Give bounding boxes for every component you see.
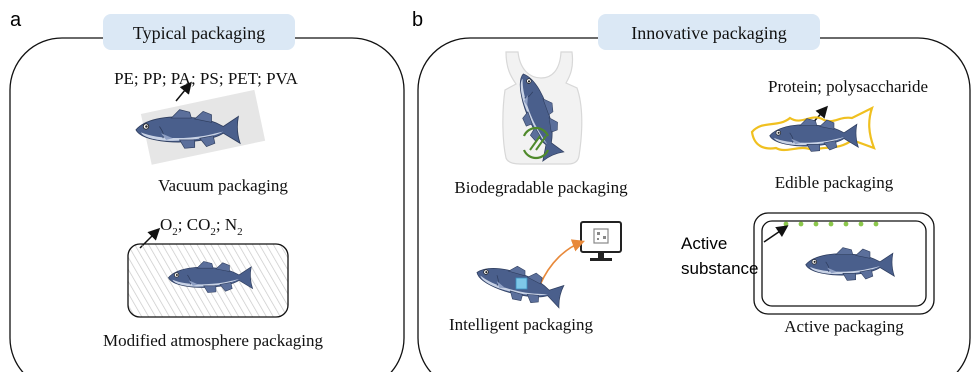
gas-label: O2; CO2; N2 (160, 215, 243, 238)
intelligent-label: Intelligent packaging (449, 315, 593, 334)
fish-icon (769, 118, 859, 152)
fish-icon (805, 247, 895, 281)
materials-label: PE; PP; PA; PS; PET; PVA (114, 69, 299, 88)
map-label: Modified atmosphere packaging (103, 331, 323, 350)
materials-arrow (175, 81, 192, 102)
edible-label: Edible packaging (775, 173, 894, 192)
panel-b-letter: b (412, 9, 423, 31)
active-substance-line1: Active (681, 234, 727, 253)
active-pack-outer (753, 212, 935, 315)
panel-a-header: Typical packaging (133, 23, 265, 43)
recycle-icon (522, 126, 550, 160)
panel-a-letter: a (10, 9, 22, 31)
edible-materials-label: Protein; polysaccharide (768, 77, 928, 96)
qr-tag (515, 277, 528, 290)
edible-film (750, 105, 876, 152)
monitor-icon (580, 221, 622, 261)
biodegradable-label: Biodegradable packaging (454, 178, 628, 197)
active-arrow (763, 225, 789, 243)
panel-b-header-box (598, 14, 820, 50)
panel-b-header: Innovative packaging (631, 23, 786, 43)
data-arrow (539, 239, 585, 286)
vacuum-label: Vacuum packaging (158, 176, 288, 195)
active-label: Active packaging (784, 317, 904, 336)
panel-a-header-box (103, 14, 295, 50)
active-pack-inner (761, 220, 927, 307)
panel-a-frame (9, 37, 405, 372)
active-substance-line2: substance (681, 259, 759, 278)
active-substance-dots (783, 221, 879, 227)
